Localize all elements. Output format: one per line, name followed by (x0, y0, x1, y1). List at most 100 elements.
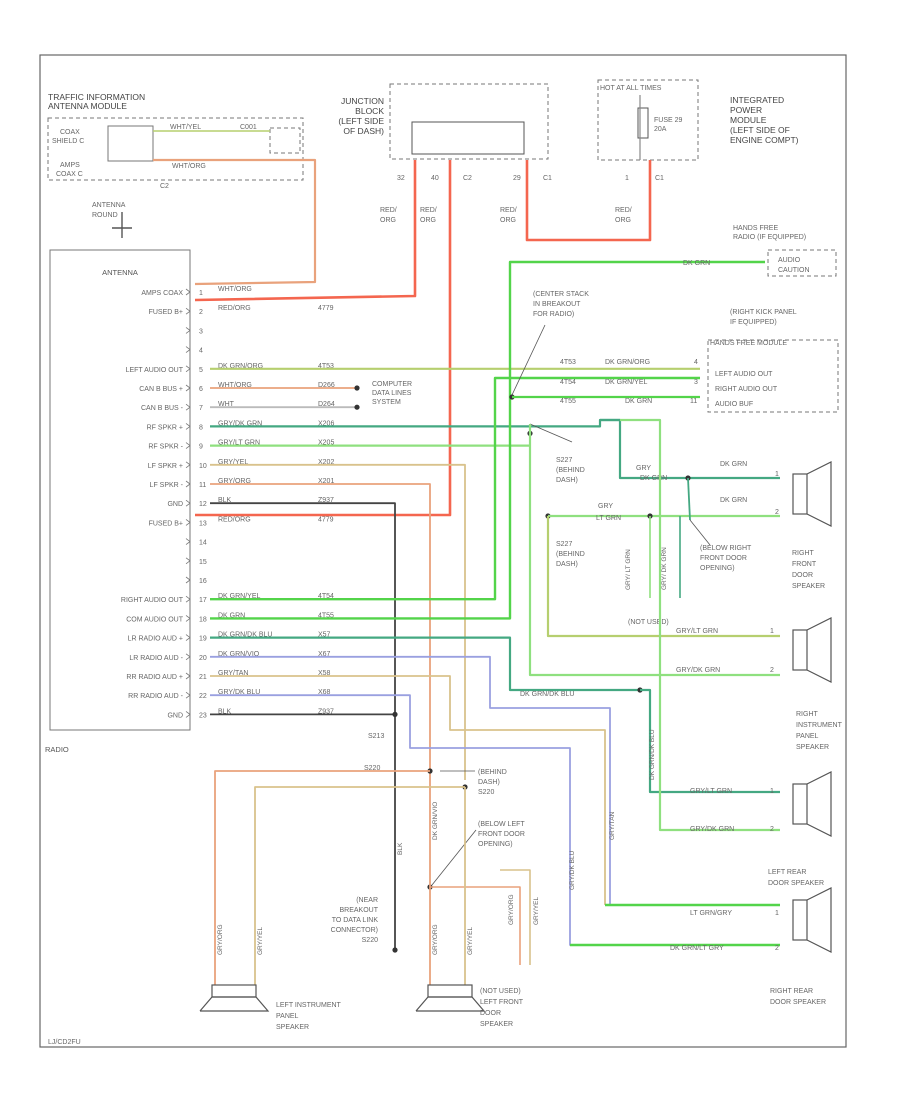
wire-label: LT GRN (596, 515, 621, 522)
radio-wire-color: GRY/LT GRN (218, 440, 260, 447)
below-left-front-label: OPENING) (478, 841, 513, 848)
wire-vert-label: BLK (397, 842, 404, 855)
wire-vert-label: GRY/YEL (257, 927, 264, 955)
junction-pin: 40 (431, 175, 439, 182)
radio-wire-ckt: X67 (318, 651, 331, 658)
wire-vert-label: GRY/ORG (508, 894, 515, 925)
radio-wire-color: GRY/YEL (218, 459, 248, 466)
left-ip-speaker-label: SPEAKER (276, 1024, 309, 1031)
radio-wire-color: WHT/ORG (218, 382, 252, 389)
left-rear-speaker-label: LEFT REAR (768, 869, 806, 876)
wire-lf-yel2 (500, 869, 531, 965)
pin-num: 2 (770, 826, 774, 833)
ipm-label: ENGINE COMPT) (730, 135, 799, 145)
traffic-pin-amps: AMPS (60, 162, 80, 169)
junction-block-label: (LEFT SIDE (338, 116, 384, 126)
left-ip-speaker-label: LEFT INSTRUMENT (276, 1002, 342, 1009)
traffic-module-box (47, 117, 304, 181)
near-breakout-label: S220 (362, 937, 378, 944)
radio-pin-num: 10 (199, 463, 207, 470)
wire-label: DK GRN (720, 461, 747, 468)
pin-num: 2 (775, 509, 779, 516)
wire-label: GRY/LT GRN (676, 628, 718, 635)
radio-pin-num: 11 (199, 482, 206, 489)
pin-chevron (185, 365, 191, 373)
wire-ckt: 4T55 (560, 398, 576, 405)
radio-wire-color: GRY/DK GRN (218, 420, 262, 427)
radio-pin-17: RIGHT AUDIO OUT (121, 597, 184, 604)
junction-block-label: JUNCTION (341, 96, 384, 106)
radio-pin-num: 16 (199, 578, 207, 585)
radio-pin-num: 8 (199, 424, 203, 431)
traffic-connector (107, 125, 154, 162)
junction-block-label: OF DASH) (343, 126, 384, 136)
right-front-speaker-label: RIGHT (792, 550, 815, 557)
fuse-label: FUSE 29 (654, 117, 683, 124)
hot-at-all-times: HOT AT ALL TIMES (600, 85, 662, 92)
radio-wire-ckt: X201 (318, 478, 334, 485)
wire-ckt: 4T53 (560, 359, 576, 366)
handsfree-radio-box-label: AUDIO (778, 257, 801, 264)
right-kick-label: IF EQUIPPED) (730, 319, 777, 326)
pin-num: 1 (775, 471, 779, 478)
wire-label: LT GRN/GRY (690, 910, 732, 917)
pin-chevron (185, 653, 191, 661)
radio-pin-2: FUSED B+ (149, 309, 183, 316)
splice-dot (354, 404, 360, 410)
handsfree-module-title: HANDS FREE MODULE (710, 340, 787, 347)
pin-chevron (185, 442, 191, 449)
wire-label: GRY/DK GRN (676, 667, 720, 674)
pin-chevron (185, 423, 191, 430)
handsfree-radio-label: RADIO (IF EQUIPPED) (733, 234, 806, 241)
wire-ckt: 4T54 (560, 379, 576, 386)
pin-chevron (185, 346, 191, 353)
pin-num: 3 (694, 379, 698, 386)
wire-vert-label: GRY/YEL (533, 897, 540, 925)
radio-pin-num: 19 (199, 636, 207, 643)
wire-label: GRY (598, 503, 613, 510)
pin-chevron (185, 711, 191, 718)
traffic-c001-box (269, 127, 301, 154)
handsfree-radio-box-label: CAUTION (778, 267, 810, 274)
pin-chevron (185, 634, 191, 641)
junction-pin: 32 (397, 175, 405, 182)
ipm-label: INTEGRATED (730, 95, 784, 105)
radio-pin-num: 15 (199, 559, 207, 566)
right-front-speaker-label: FRONT (792, 561, 817, 568)
radio-wire-ckt: Z937 (318, 497, 334, 504)
traffic-module-title: ANTENNA MODULE (48, 101, 127, 111)
red-org-label: RED/ (615, 207, 632, 214)
radio-pin-12: GND (167, 501, 183, 508)
radio-wire-ckt: D266 (318, 382, 335, 389)
computer-data-lines: DATA LINES (372, 390, 412, 397)
leader-line (511, 324, 546, 396)
radio-antenna-title: ANTENNA (102, 268, 138, 277)
radio-wire-color: DK GRN/ORG (218, 363, 263, 370)
handsfree-radio-box (767, 249, 837, 277)
radio-pin-11: LF SPKR - (150, 482, 184, 489)
handsfree-radio-label: HANDS FREE (733, 225, 778, 232)
pin-chevron (185, 327, 191, 334)
left-rear-speaker-label: DOOR SPEAKER (768, 880, 824, 887)
left-ip-speaker-body (211, 984, 257, 998)
handsfree-wire-label: DK GRN (683, 260, 710, 267)
wire-wht-org-amps (153, 158, 317, 286)
radio-pin-num: 9 (199, 444, 203, 451)
handsfree-module-pins: LEFT AUDIO OUT (715, 371, 773, 378)
radio-wire-color: BLK (218, 708, 232, 715)
traffic-module-title: TRAFFIC INFORMATION (48, 92, 145, 102)
wire-vert-label: GRY/ LT GRN (625, 549, 632, 590)
radio-wire-ckt: X57 (318, 632, 331, 639)
pin-num: 4 (694, 359, 698, 366)
radio-wire-color: RED/ORG (218, 516, 251, 523)
left-front-speaker-label: DOOR (480, 1010, 501, 1017)
splice-label: S220 (364, 765, 380, 772)
red-org-label: ORG (420, 217, 436, 224)
radio-pin-9: RF SPKR - (148, 444, 183, 451)
radio-wire-ckt: 4779 (318, 516, 334, 523)
behind-dash-label: S227 (556, 541, 572, 548)
ipm-pin: C1 (655, 175, 664, 182)
wire-color: DK GRN/YEL (605, 379, 648, 386)
right-kick-label: (RIGHT KICK PANEL (730, 309, 797, 316)
